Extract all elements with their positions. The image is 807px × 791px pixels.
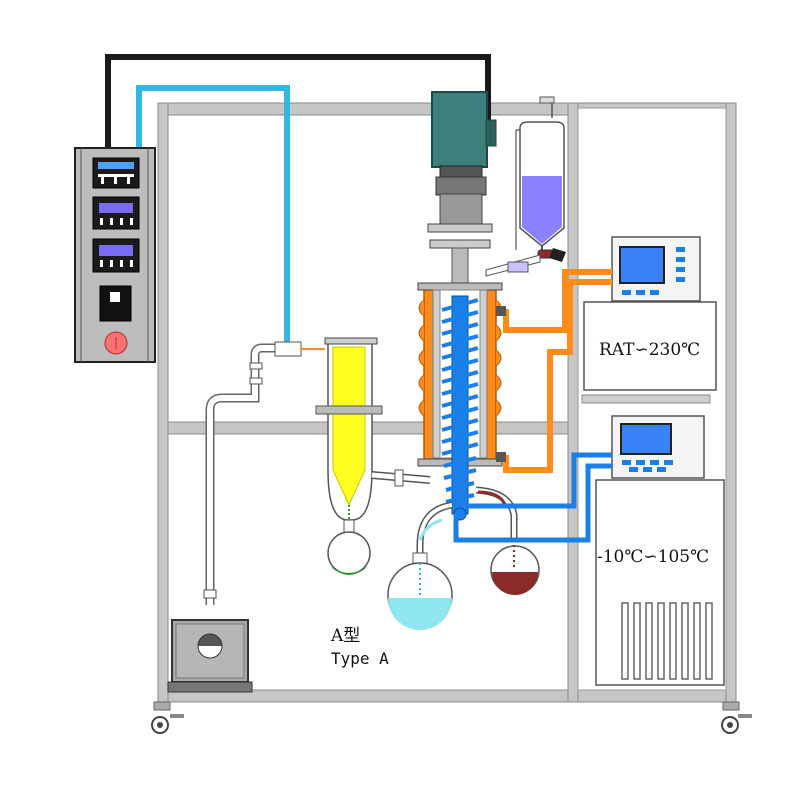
controller-display-3 bbox=[92, 238, 140, 273]
model-label-en: Type A bbox=[331, 649, 389, 668]
chiller-range-label: -10℃∽105℃ bbox=[597, 547, 709, 567]
heater-control-panel bbox=[611, 236, 701, 302]
vacuum-pump bbox=[167, 619, 253, 693]
vacuum-line bbox=[203, 343, 283, 605]
chiller-vent-grille bbox=[621, 602, 713, 680]
internal-condenser-coil bbox=[441, 295, 479, 521]
cold-trap bbox=[315, 337, 383, 521]
chiller-unit bbox=[595, 479, 725, 686]
vacuum-tee bbox=[274, 341, 302, 357]
controller-display-2 bbox=[92, 196, 140, 230]
feed-funnel bbox=[485, 96, 566, 277]
motor bbox=[427, 91, 497, 289]
distillate-receiver-flask bbox=[387, 501, 453, 630]
caster-right bbox=[721, 701, 752, 734]
emergency-stop-button[interactable] bbox=[104, 331, 128, 355]
chiller-control-panel bbox=[611, 415, 705, 479]
caster-left bbox=[151, 701, 184, 734]
heating-circulator bbox=[583, 301, 717, 391]
power-switch[interactable] bbox=[99, 285, 132, 322]
controller-display-1 bbox=[92, 157, 140, 189]
model-label-cn: A型 bbox=[330, 626, 360, 646]
cold-trap-receiver-flask bbox=[327, 519, 371, 575]
residue-receiver-flask bbox=[475, 486, 540, 595]
motor-cable bbox=[105, 54, 491, 152]
coolant-pipe bbox=[453, 452, 612, 543]
sensor-cable bbox=[136, 85, 290, 345]
heater-range-label: RAT∽230℃ bbox=[599, 340, 700, 360]
